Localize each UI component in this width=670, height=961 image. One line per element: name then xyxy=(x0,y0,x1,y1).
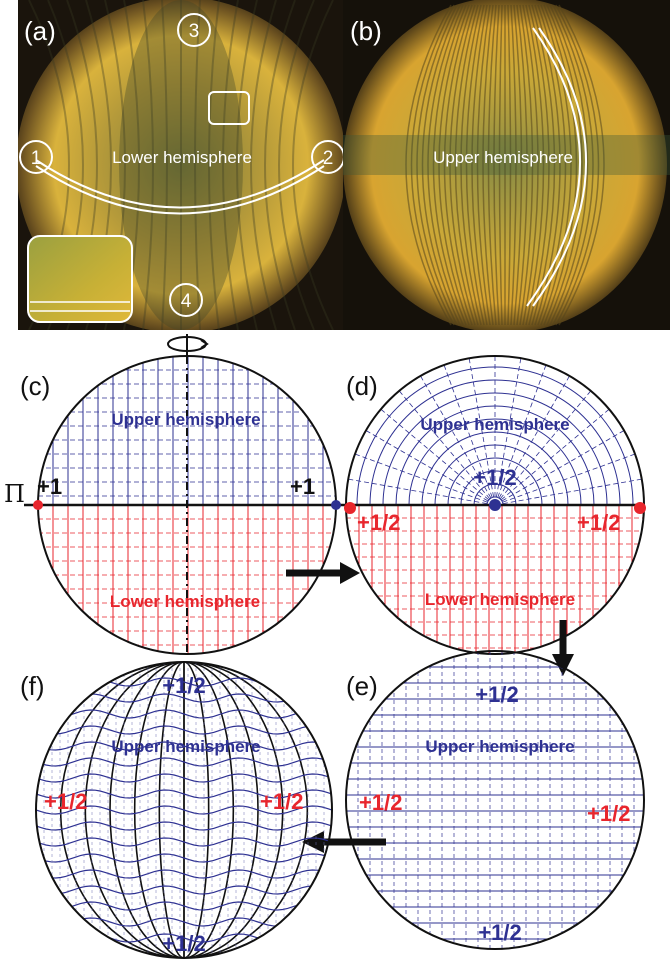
selection-box xyxy=(208,91,250,125)
charge-c-left: +1 xyxy=(37,474,62,499)
panel-label-a: (a) xyxy=(24,16,56,46)
panel-e: (e) +1/2 Upper hemisphere +1/2 +1/2 +1/2 xyxy=(345,650,645,950)
charge-d-center: +1/2 xyxy=(473,465,516,490)
panel-f: (f) +1/2 Upper hemisphere +1/2 +1/2 +1/2 xyxy=(20,661,333,959)
charge-f-right: +1/2 xyxy=(260,789,303,814)
charge-d-left: +1/2 xyxy=(357,510,400,535)
charge-e-top: +1/2 xyxy=(475,682,518,707)
panel-c: (c) Π +1 +1 Upper hemisphere Lower hemis… xyxy=(4,355,350,655)
svg-text:2: 2 xyxy=(323,148,334,169)
rotation-axis-icon xyxy=(167,334,209,356)
charge-e-bottom: +1/2 xyxy=(478,920,521,945)
charge-f-bottom: +1/2 xyxy=(162,931,205,956)
arc-1-2 xyxy=(35,159,325,209)
inset-a xyxy=(27,235,133,323)
hemi-c-lower: Lower hemisphere xyxy=(110,592,260,611)
panel-label-d: (d) xyxy=(346,371,378,401)
charge-e-left: +1/2 xyxy=(359,790,402,815)
marker-1: 1 xyxy=(19,140,53,174)
charge-f-left: +1/2 xyxy=(44,789,87,814)
svg-text:4: 4 xyxy=(181,291,192,312)
plane-label: Π xyxy=(4,480,25,508)
marker-4: 4 xyxy=(169,283,203,317)
hemi-d-upper: Upper hemisphere xyxy=(420,415,569,434)
charge-e-right: +1/2 xyxy=(587,801,630,826)
panel-label-e: (e) xyxy=(346,671,378,701)
marker-3: 3 xyxy=(177,13,211,47)
charge-d-right: +1/2 xyxy=(577,510,620,535)
panel-label-b: (b) xyxy=(350,16,382,46)
svg-text:1: 1 xyxy=(31,148,42,169)
hemi-c-upper: Upper hemisphere xyxy=(111,410,260,429)
charge-f-top: +1/2 xyxy=(162,673,205,698)
svg-text:3: 3 xyxy=(189,21,200,42)
arc-b xyxy=(526,27,581,307)
hemi-e-upper: Upper hemisphere xyxy=(425,737,574,756)
photo-b: (b) Upper hemisphere xyxy=(343,0,670,330)
charge-c-right: +1 xyxy=(290,474,315,499)
hemi-f-upper: Upper hemisphere xyxy=(111,737,260,756)
photo-a: (a) Lower hemisphere 3 1 2 4 xyxy=(18,0,345,330)
hemi-d-lower: Lower hemisphere xyxy=(425,590,575,609)
photo-a-text: Lower hemisphere xyxy=(112,148,252,167)
panel-d: (d) Upper hemisphere +1/2 +1/2 +1/2 Lowe… xyxy=(344,355,646,655)
photo-b-text: Upper hemisphere xyxy=(433,148,573,167)
panel-label-f: (f) xyxy=(20,671,45,701)
panel-label-c: (c) xyxy=(20,371,50,401)
